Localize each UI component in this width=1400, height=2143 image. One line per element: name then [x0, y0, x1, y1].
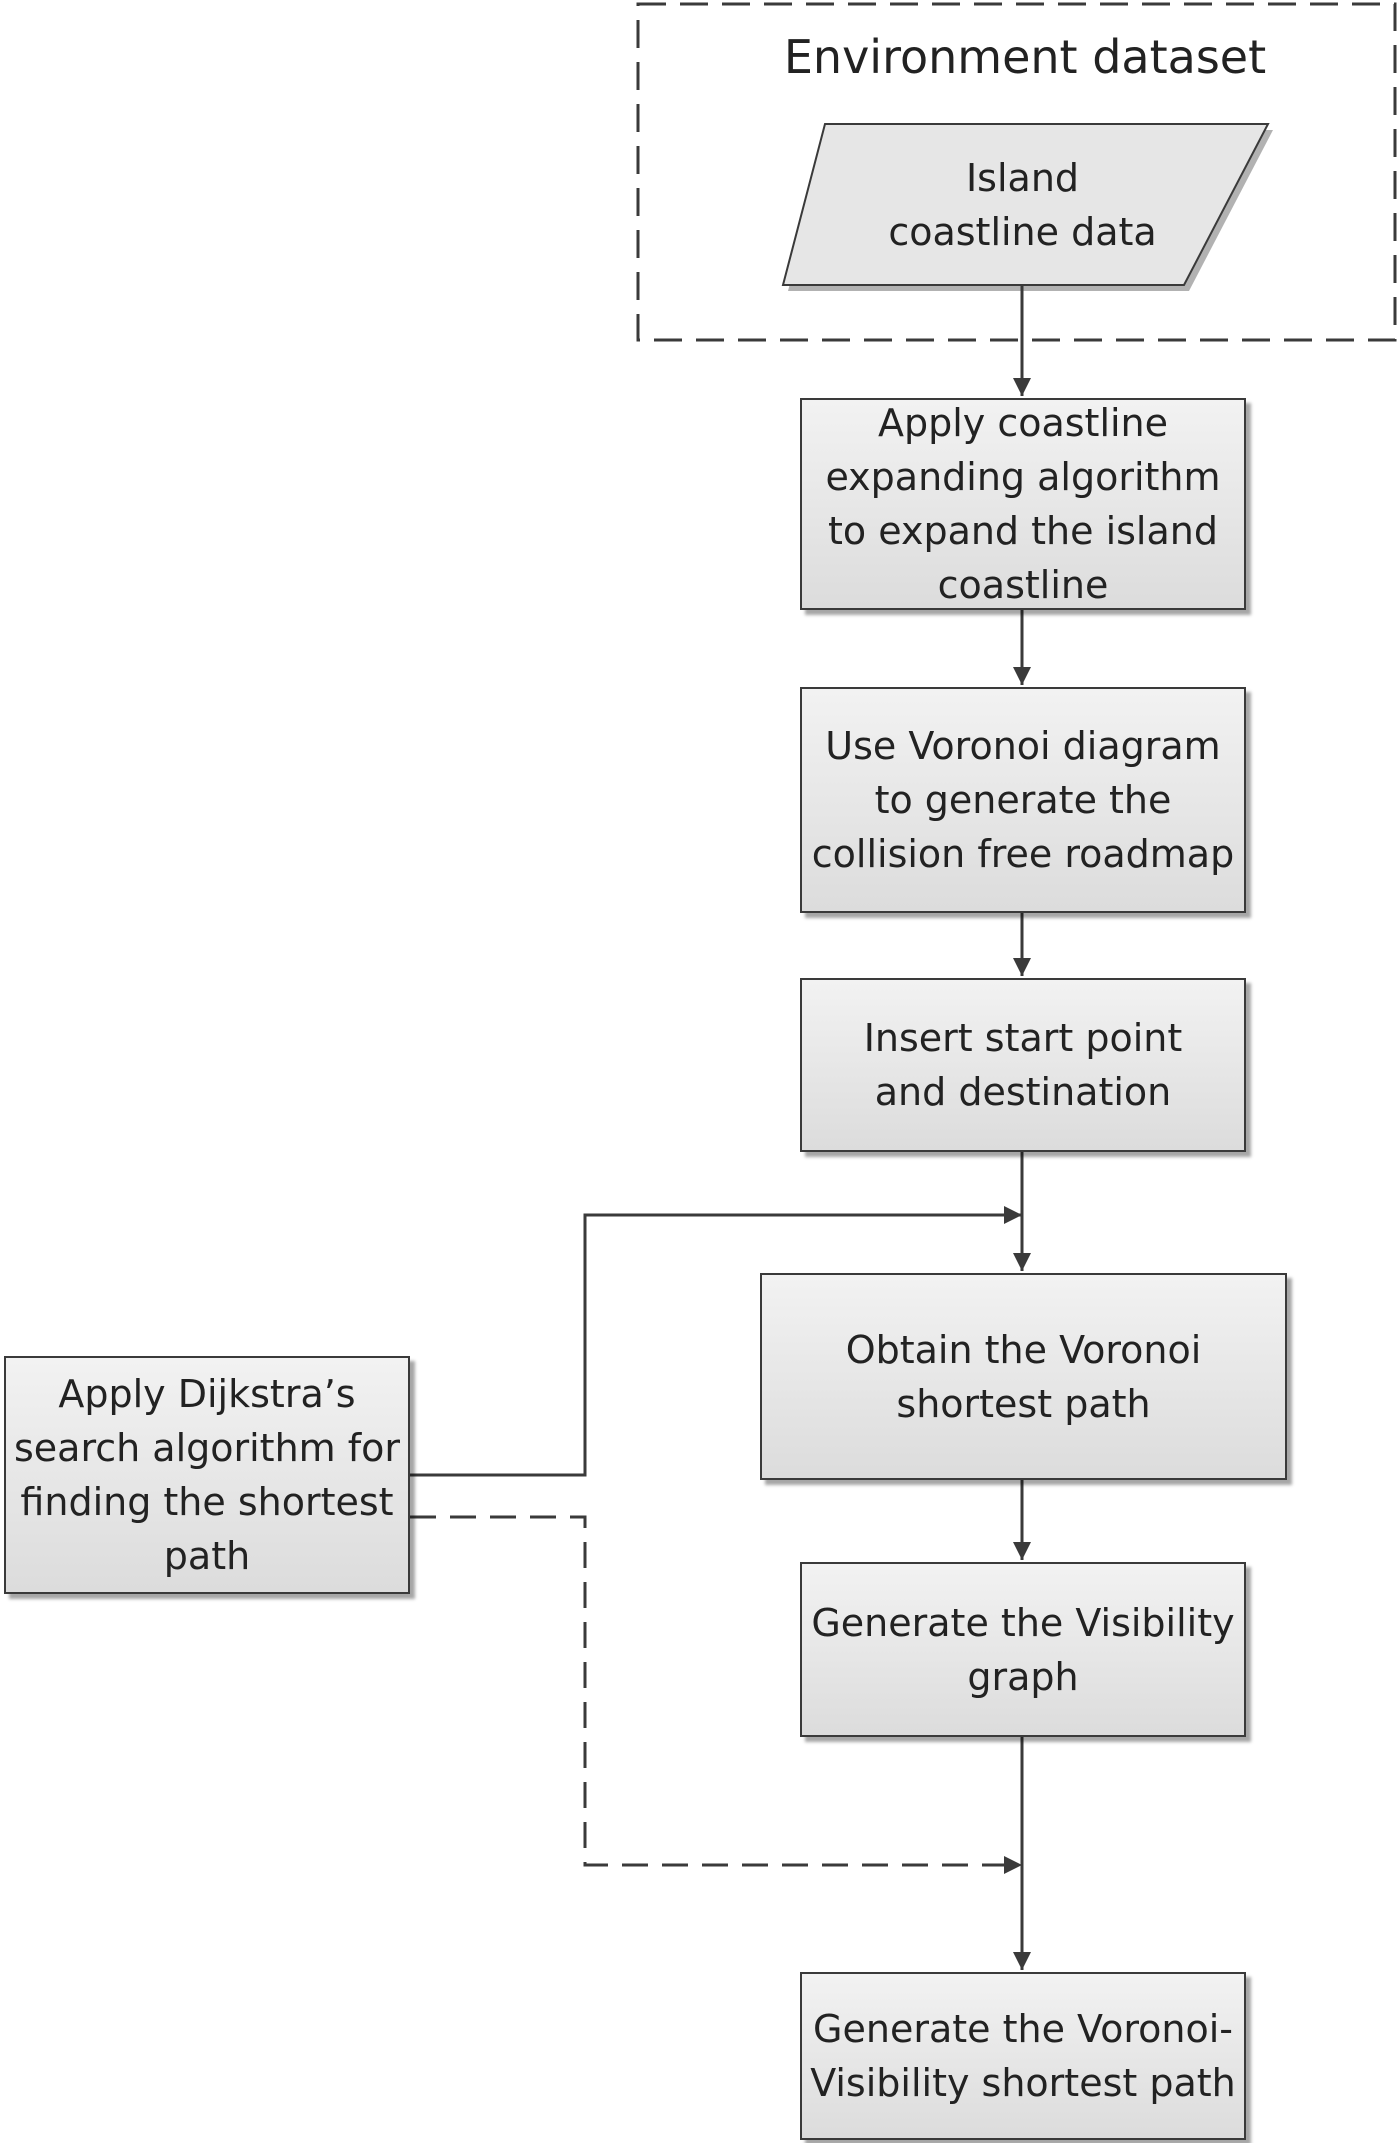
dijkstra-label: Apply Dijkstra’s search algorithm for fi… — [13, 1372, 401, 1578]
visibility-graph-node: Generate the Visibility graph — [800, 1562, 1246, 1737]
coastline-data-shape — [781, 123, 1270, 286]
visibility-graph-label: Generate the Visibility graph — [811, 1600, 1235, 1699]
voronoi-diagram-node: Use Voronoi diagram to generate the coll… — [800, 687, 1246, 913]
dijkstra-node: Apply Dijkstra’s search algorithm for fi… — [4, 1356, 410, 1594]
insert-points-node: Insert start point and destination — [800, 978, 1246, 1152]
edge-dijkstra-to-voronoi-path — [410, 1206, 1022, 1477]
voronoi-shortest-path-node: Obtain the Voronoi shortest path — [760, 1273, 1287, 1480]
expand-coastline-node: Apply coastline expanding algorithm to e… — [800, 398, 1246, 610]
voronoi-diagram-label: Use Voronoi diagram to generate the coll… — [811, 724, 1235, 876]
voronoi-visibility-path-label: Generate the Voronoi-Visibility shortest… — [810, 2007, 1236, 2105]
environment-dataset-container — [636, 2, 1397, 342]
environment-dataset-title: Environment dataset — [783, 30, 1267, 84]
expand-coastline-label: Apply coastline expanding algorithm to e… — [825, 401, 1221, 607]
insert-points-label: Insert start point and destination — [863, 1016, 1183, 1114]
voronoi-shortest-path-label: Obtain the Voronoi shortest path — [845, 1327, 1202, 1426]
edge-dijkstra-to-final-dashed — [410, 1515, 1022, 1874]
voronoi-visibility-path-node: Generate the Voronoi-Visibility shortest… — [800, 1972, 1246, 2140]
island-coastline-data-node: Island coastline data — [888, 155, 1157, 254]
